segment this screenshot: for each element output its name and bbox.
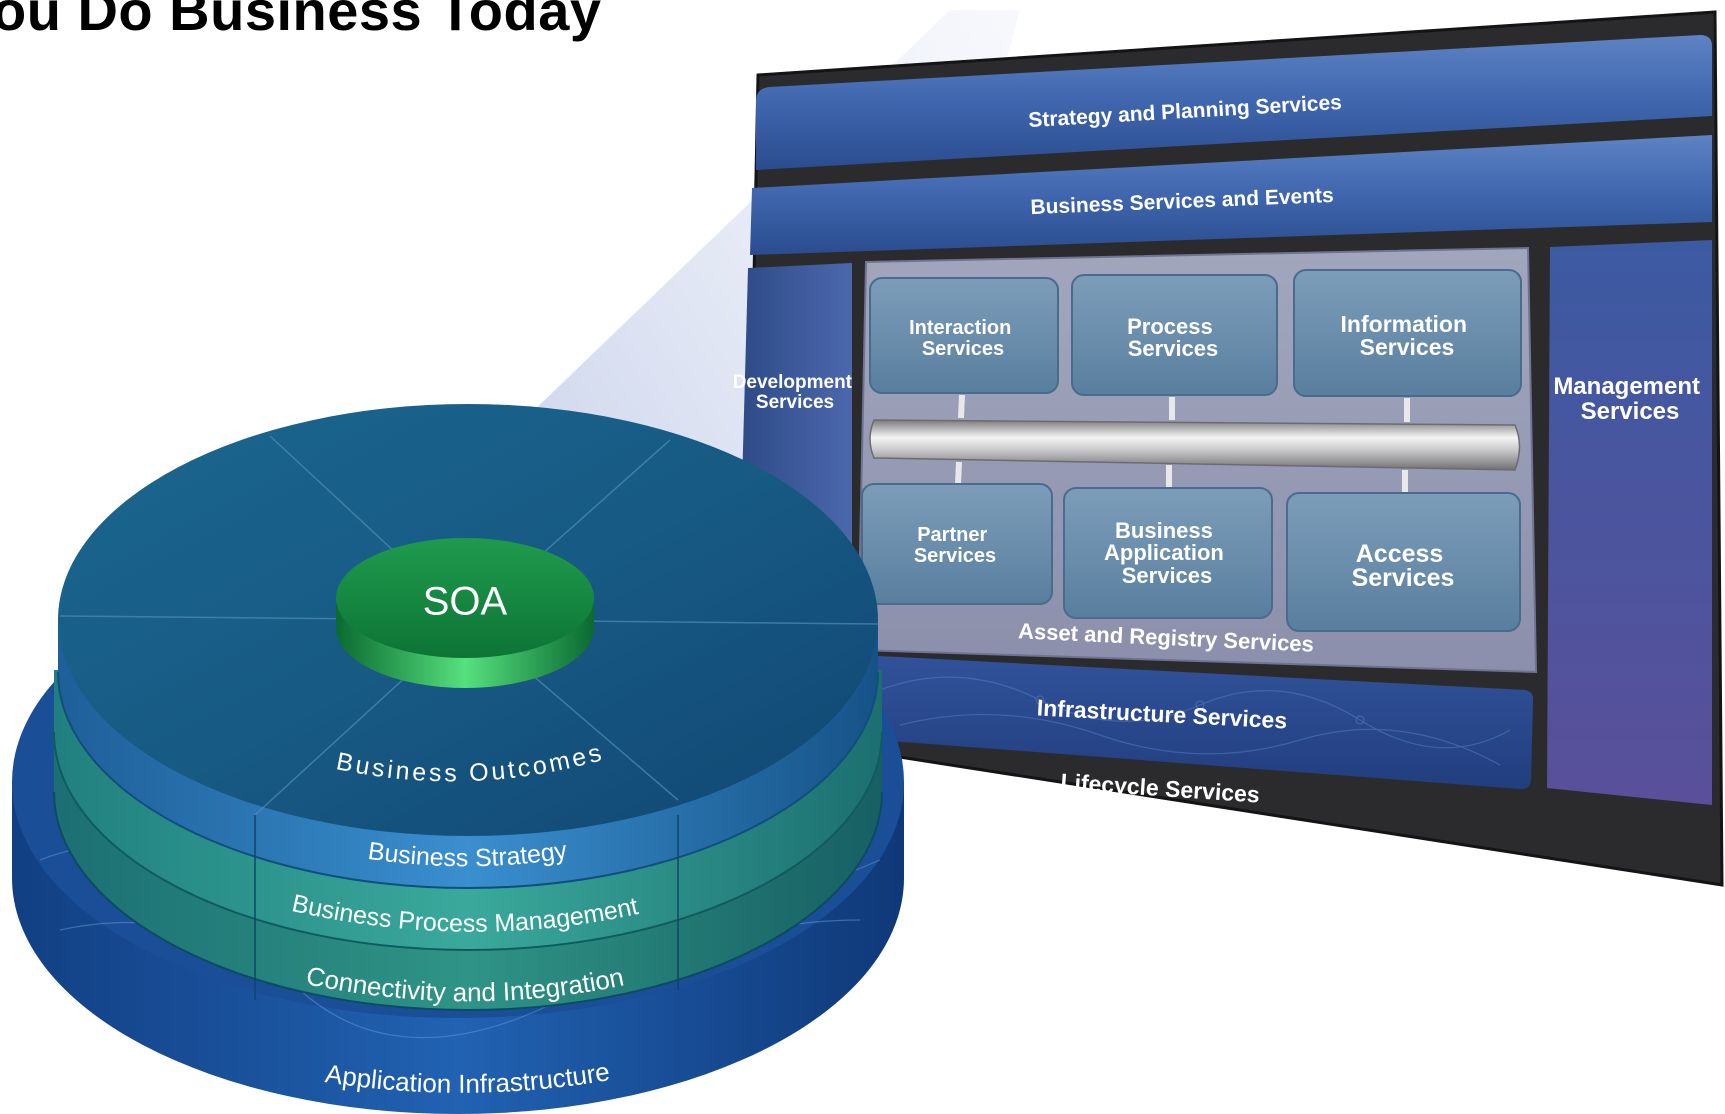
soa-hub	[336, 538, 594, 658]
business-services-events-band	[750, 135, 1712, 255]
business-application-services-box	[1063, 487, 1273, 619]
layer-dividers	[254, 815, 679, 1000]
access-services-box	[1286, 492, 1521, 632]
process-services-label: Process Services	[1127, 314, 1219, 361]
management-services-column	[1547, 240, 1712, 805]
business-application-services-label: Business Application Services	[1104, 518, 1230, 588]
partner-services-label: Partner Services	[914, 524, 996, 567]
bus-connectors	[955, 394, 1410, 493]
infrastructure-network-pattern	[879, 676, 1511, 766]
soa-reference-architecture-panel: Strategy and Planning Services Business …	[733, 10, 1724, 887]
management-services-label: Management Services	[1553, 373, 1706, 425]
process-services-box	[1071, 274, 1278, 396]
strategy-planning-band	[756, 35, 1712, 170]
page-title: ou Do Business Today	[0, 0, 602, 42]
information-services-box	[1293, 269, 1522, 397]
development-services-label: Development Services	[733, 372, 858, 413]
enterprise-service-bus-pipe	[869, 419, 1521, 471]
partner-services-box	[861, 483, 1053, 605]
infrastructure-services-band	[852, 655, 1534, 790]
soa-layered-disc: SOA Business Outcomes Business Strategy …	[12, 404, 904, 1114]
soa-hub-label: SOA	[423, 580, 508, 624]
access-services-label: Access Services	[1352, 540, 1455, 592]
information-services-label: Information Services	[1341, 311, 1474, 360]
interaction-services-label: Interaction Services	[909, 317, 1017, 360]
interaction-services-box	[869, 277, 1059, 394]
